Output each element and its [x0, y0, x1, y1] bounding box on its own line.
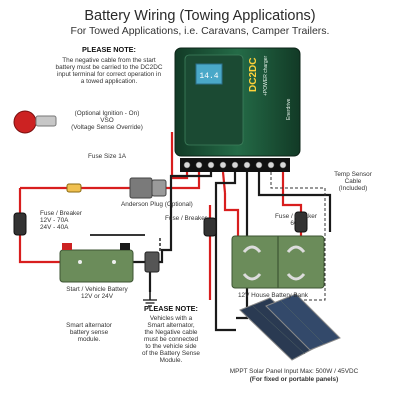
ignition-line-2: VSO — [100, 117, 114, 125]
note-bottom-line-3: the Negative cable — [144, 329, 198, 337]
fuse-left-line-2: 12V - 70A — [40, 217, 69, 225]
fuse-left-label: Fuse / Breaker 12V - 70A 24V - 40A — [40, 210, 82, 231]
temp-sensor-line-3: (Included) — [338, 185, 368, 193]
fuse-right-line-1: Fuse / Breaker — [275, 213, 317, 220]
solar-panels — [239, 293, 341, 361]
smart-alt-line-2: battery sense — [69, 329, 109, 337]
smart-alternator-module — [144, 251, 160, 273]
diagram-subtitle: For Towed Applications, i.e. Caravans, C… — [70, 25, 330, 37]
start-battery-label: Start / Vehicle Battery 12V or 24V — [54, 286, 140, 300]
negative-wires — [132, 172, 332, 332]
smart-alt-line-1: Smart alternator — [66, 322, 112, 329]
fuse-right-line-2: 60A — [290, 220, 302, 228]
ignition-key-icon — [13, 110, 57, 134]
ignition-line-1: (Optional Ignition - On) — [74, 110, 140, 117]
note-bottom-line-5: to the vehicle side — [145, 343, 197, 351]
house-battery-bank — [231, 235, 325, 289]
fuse-breaker-left — [13, 212, 27, 236]
fuse-breaker-mid — [203, 217, 217, 237]
charger-brand: Enerdrive — [286, 98, 292, 120]
fuse-1a — [66, 183, 82, 193]
fuse-right-label: Fuse / Breaker 60A — [273, 213, 319, 227]
dc2dc-charger: 14.4 DC2DC +POWER charger Enerdrive — [174, 47, 301, 157]
solar-label: MPPT Solar Panel Input Max: 500W / 45VDC… — [218, 368, 370, 383]
start-battery — [59, 243, 134, 283]
charger-display: 14.4 — [199, 72, 218, 81]
note-top-line-2: battery must be carried to the DC2DC — [55, 64, 163, 72]
note-bottom-line-2: Smart alternator, — [147, 322, 195, 330]
note-top: PLEASE NOTE: The negative cable from the… — [54, 45, 164, 86]
temp-sensor-line-1: Temp Sensor — [334, 171, 372, 178]
solar-line-2: (For fixed or portable panels) — [249, 376, 339, 384]
note-bottom-line-4: must be connected — [144, 336, 198, 344]
start-battery-line-2: 12V or 24V — [81, 293, 113, 301]
fuse-1a-label: Fuse Size 1A — [88, 153, 127, 160]
ignition-label: (Optional Ignition - On) VSO (Voltage Se… — [66, 110, 148, 131]
note-bottom-line-1: Vehicles with a — [149, 315, 193, 323]
smart-alt-line-3: module. — [77, 336, 101, 344]
charger-tagline: +POWER charger — [263, 56, 269, 96]
anderson-plug — [129, 177, 167, 199]
fuse-mid-label: Fuse / Breaker — [165, 215, 207, 222]
temp-sensor-line-2: Cable — [344, 178, 362, 186]
solar-line-1: MPPT Solar Panel Input Max: 500W / 45VDC — [229, 368, 359, 375]
anderson-label: Anderson Plug (Optional) — [121, 201, 193, 208]
note-bottom: PLEASE NOTE: Vehicles with a Smart alter… — [128, 304, 214, 365]
ignition-line-3: (Voltage Sense Override) — [71, 124, 143, 132]
note-bottom-heading: PLEASE NOTE: — [144, 304, 198, 313]
terminal-screws — [183, 161, 287, 169]
note-top-line-4: a towed application. — [80, 78, 138, 86]
temp-sensor-cable — [270, 172, 326, 301]
note-top-line-3: input terminal for correct operation in — [56, 71, 162, 79]
note-bottom-line-7: Module. — [159, 357, 183, 365]
note-bottom-line-6: of the Battery Sense — [142, 350, 200, 358]
fuse-breaker-right — [294, 211, 308, 233]
note-top-line-1: The negative cable from the start — [62, 57, 156, 65]
diagram-title: Battery Wiring (Towing Applications) — [84, 8, 316, 24]
start-battery-line-1: Start / Vehicle Battery — [66, 286, 128, 293]
charger-model: DC2DC — [248, 58, 259, 92]
smart-alt-label: Smart alternator battery sense module. — [58, 322, 120, 343]
ground-symbol — [143, 299, 157, 307]
temp-sensor-label: Temp Sensor Cable (Included) — [326, 171, 380, 192]
note-top-heading: PLEASE NOTE: — [82, 45, 136, 54]
fuse-left-line-3: 24V - 40A — [40, 224, 69, 232]
house-battery-label: 12V House Battery Bank — [238, 292, 308, 299]
fuse-left-line-1: Fuse / Breaker — [40, 210, 82, 217]
